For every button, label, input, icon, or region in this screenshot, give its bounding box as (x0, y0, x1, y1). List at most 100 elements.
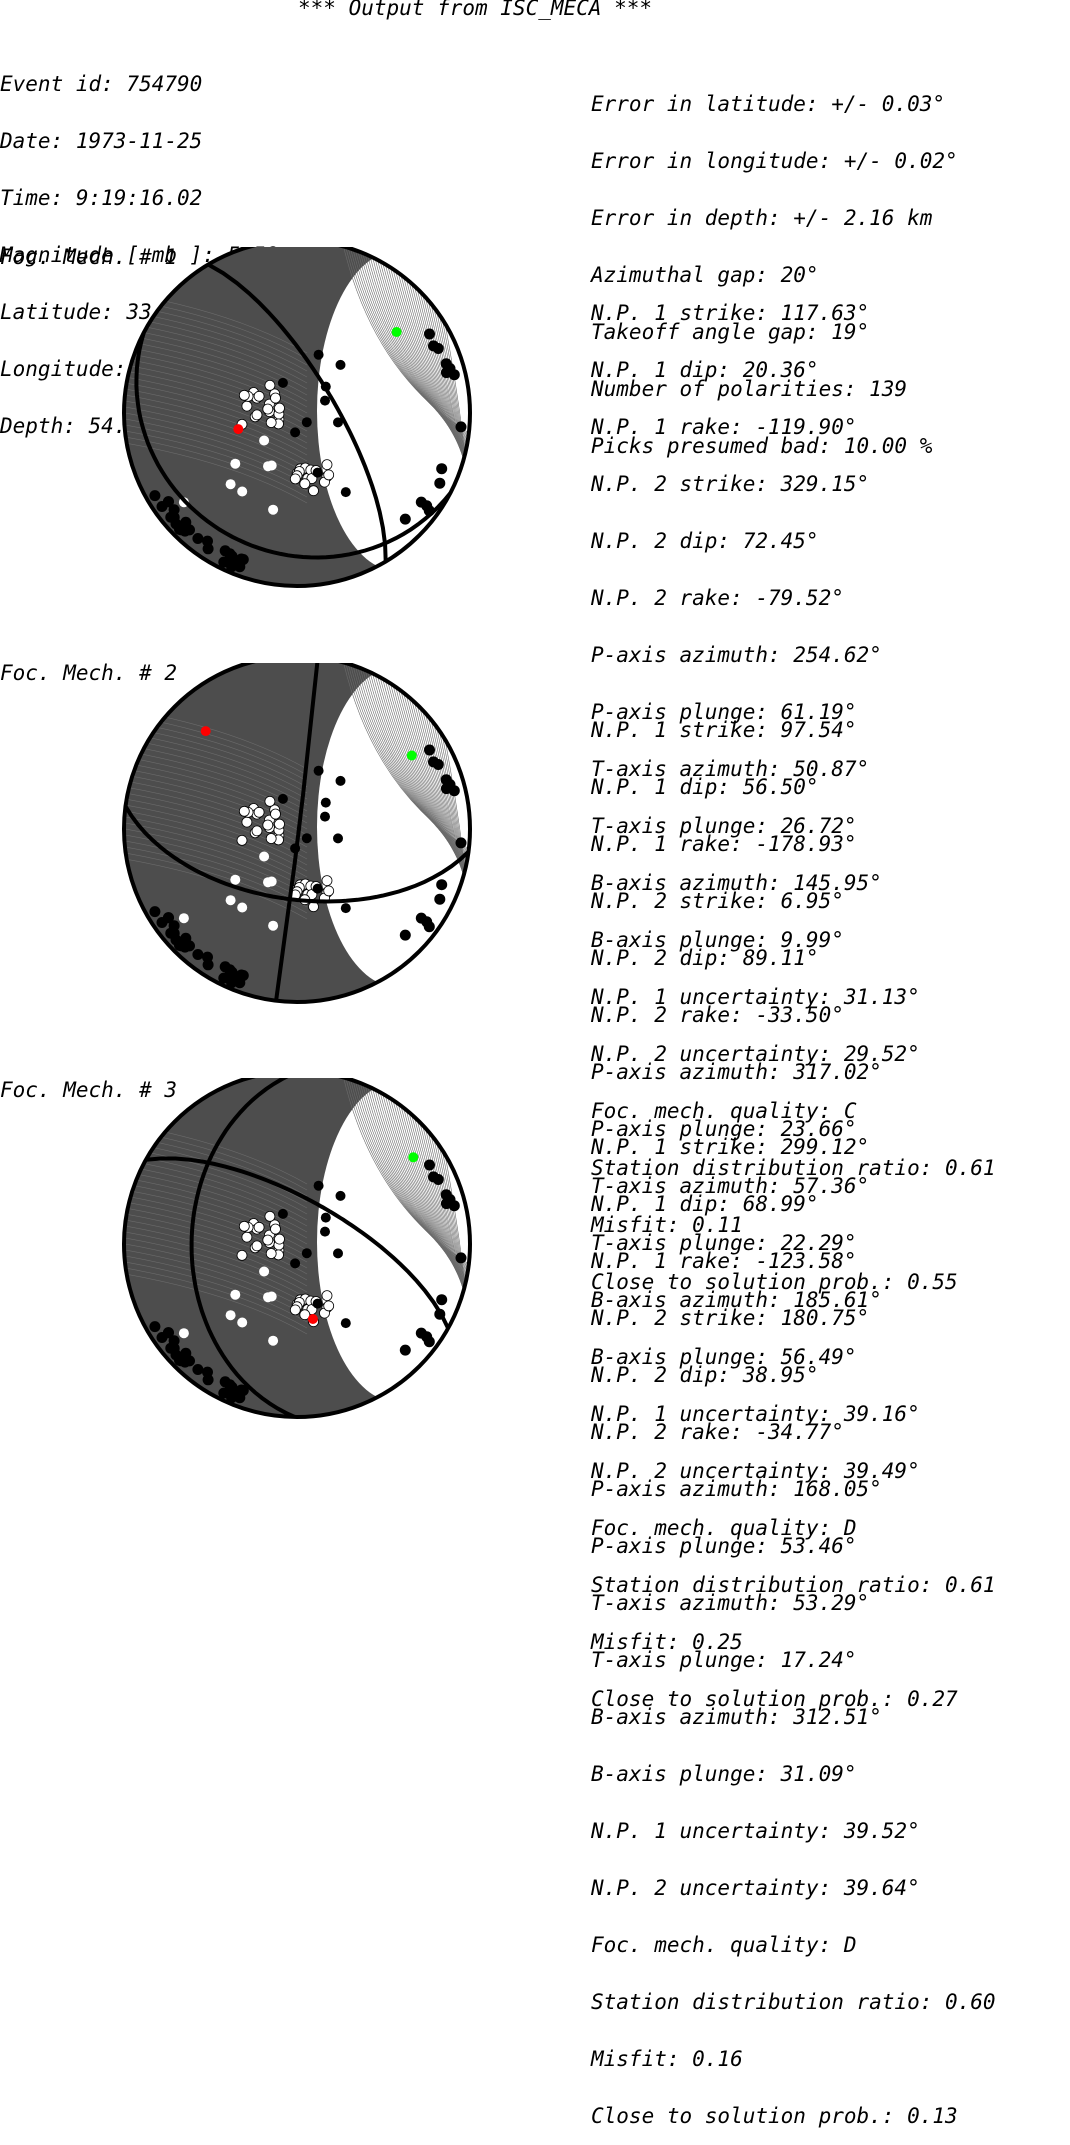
param-line: N.P. 2 uncertainty: 29.52° (591, 1042, 920, 1066)
compression-station (149, 490, 161, 502)
dilatation-station (299, 478, 311, 490)
dilatation-station (323, 469, 335, 481)
dilatation-station (230, 458, 241, 469)
dilatation-station (274, 818, 285, 830)
compression-station (399, 513, 411, 525)
dilatation-station (274, 402, 285, 414)
compression-station (340, 1318, 351, 1329)
param-line: N.P. 1 strike: 299.12° (591, 1135, 870, 1159)
dilatation-station (230, 874, 241, 885)
event-id: Event id: 754790 (0, 72, 203, 96)
azimuthal-gap: Azimuthal gap: 20° (591, 263, 819, 287)
param-line: T-axis plunge: 17.24° (591, 1648, 857, 1672)
compression-station (424, 1159, 435, 1171)
compression-station (436, 463, 448, 475)
compression-station (421, 1331, 433, 1343)
dilatation-station (321, 1290, 333, 1302)
compression-station (434, 477, 446, 489)
event-date: Date: 1973-11-25 (0, 129, 203, 153)
param-line: N.P. 2 rake: -79.52° (591, 586, 844, 610)
uncertainty-trace (124, 1249, 308, 1311)
dilatation-station (238, 1220, 250, 1232)
uncertainty-trace (124, 768, 308, 830)
dilatation-station (268, 1335, 279, 1346)
error-depth: Error in depth: +/- 2.16 km (591, 206, 933, 230)
compression-station (301, 1248, 312, 1259)
compression-station (202, 951, 213, 963)
dilatation-station (323, 1300, 335, 1312)
dilatation-station (259, 435, 270, 446)
uncertainty-trace (124, 358, 308, 420)
compression-station (149, 1321, 161, 1333)
stereonet-outline (122, 1078, 472, 1419)
dilatation-station (241, 816, 253, 828)
dilatation-station (264, 795, 276, 807)
mech-2-beachball (122, 663, 472, 1004)
uncertainty-trace (124, 1237, 308, 1299)
uncertainty-trace (124, 1189, 308, 1251)
compression-station (290, 427, 301, 438)
param-line: N.P. 1 rake: -119.90° (591, 415, 857, 439)
uncertainty-trace (124, 786, 308, 848)
dilatation-station (289, 1304, 301, 1316)
compression-station (290, 1258, 301, 1269)
dilatation-station (241, 400, 253, 412)
param-line: Foc. mech. quality: C (591, 1099, 857, 1123)
uncertainty-trace (124, 1195, 308, 1257)
uncertainty-trace (124, 1177, 308, 1239)
compression-station (224, 969, 236, 981)
param-line: B-axis plunge: 56.49° (591, 1345, 857, 1369)
compression-station (301, 417, 312, 428)
dilatation-station (266, 460, 277, 471)
compression-station (320, 395, 330, 406)
mech-1-params: N.P. 1 strike: 117.63° N.P. 1 dip: 20.36… (591, 266, 996, 1311)
uncertainty-trace (124, 1225, 308, 1287)
dilatation-station (264, 379, 276, 391)
compression-station (320, 1212, 331, 1223)
dilatation-station (241, 1231, 253, 1243)
uncertainty-trace (124, 1201, 308, 1263)
compression-station (335, 1190, 346, 1201)
param-line: T-axis plunge: 26.72° (591, 814, 857, 838)
nodal-plane-1 (145, 1156, 450, 1330)
dilatation-station (262, 1234, 274, 1246)
compression-station (335, 775, 346, 786)
uncertainty-trace (124, 744, 308, 806)
uncertainty-trace (124, 1261, 308, 1323)
compression-station (156, 917, 168, 928)
uncertainty-trace (124, 328, 308, 390)
compression-station (312, 1298, 323, 1309)
param-line: P-axis azimuth: 168.05° (591, 1477, 882, 1501)
param-line: N.P. 2 uncertainty: 39.64° (591, 1876, 920, 1900)
uncertainty-trace (124, 418, 308, 480)
dilatation-station (266, 1291, 277, 1302)
compression-station (184, 940, 195, 952)
compression-station (235, 969, 247, 981)
t-axis-marker (406, 750, 417, 761)
compression-station (455, 1252, 467, 1264)
compression-station (235, 553, 247, 565)
dilatation-station (178, 1328, 189, 1339)
compression-station (320, 811, 330, 822)
compression-station (320, 797, 331, 808)
picks-presumed-bad: Picks presumed bad: 10.00 % (591, 434, 933, 458)
nodal-plane-2 (207, 262, 388, 562)
param-line: N.P. 1 dip: 68.99° (591, 1192, 819, 1216)
compression-station (277, 793, 288, 804)
mech-3-beachball (122, 1078, 472, 1419)
p-axis-marker (200, 726, 211, 737)
param-line: N.P. 2 dip: 89.11° (591, 946, 819, 970)
compression-station (432, 1174, 444, 1185)
dilatation-station (230, 1289, 241, 1300)
nodal-plane-1 (124, 805, 470, 904)
uncertainty-trace (124, 1183, 308, 1245)
param-line: Close to solution prob.: 0.55 (591, 1270, 958, 1294)
compression-station (421, 916, 433, 928)
uncertainty-trace (124, 370, 308, 432)
compression-station (444, 363, 456, 374)
param-line: Station distribution ratio: 0.60 (591, 1990, 996, 2014)
param-line: B-axis azimuth: 185.61° (591, 1288, 882, 1312)
uncertainty-trace (124, 1255, 308, 1317)
uncertainty-trace (124, 1231, 308, 1293)
compression-station (149, 906, 161, 918)
